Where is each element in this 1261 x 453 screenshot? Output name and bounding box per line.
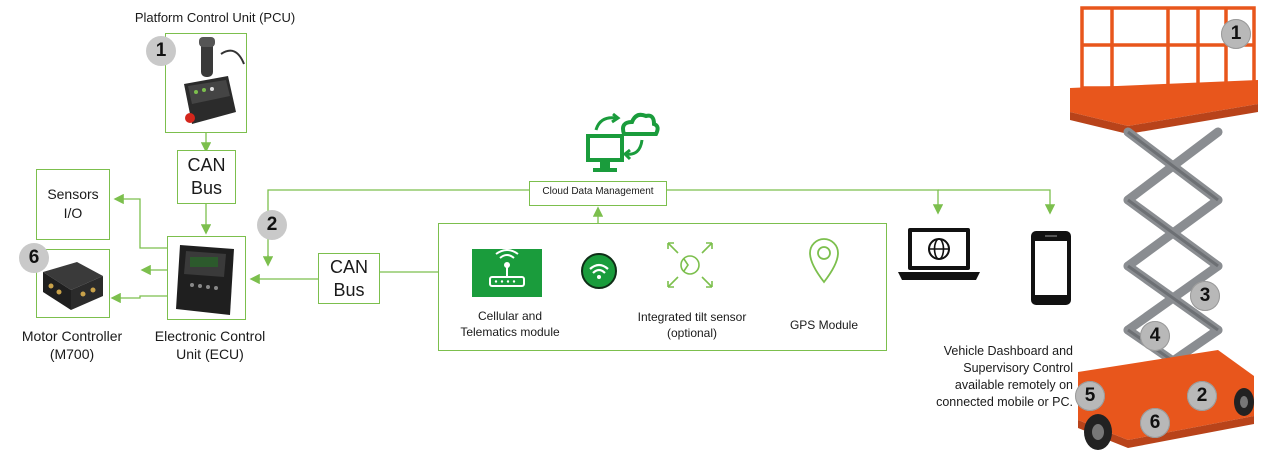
telematics-label-line1: Cellular and	[477, 309, 543, 323]
pcu-box	[165, 33, 247, 133]
lift-badge-1: 1	[1221, 19, 1251, 49]
ecu-number-badge: 2	[257, 210, 287, 240]
remote-text-line3: available remotely on	[954, 378, 1073, 392]
lift-badge-3: 3	[1190, 281, 1220, 311]
remote-text-line1: Vehicle Dashboard and	[943, 344, 1073, 358]
gps-pin-icon	[809, 238, 839, 284]
ecu-label-line2: Unit (ECU)	[176, 346, 244, 362]
lift-badge-5: 5	[1075, 381, 1105, 411]
can-bus-mid-box	[318, 253, 380, 304]
tilt-sensor-icon	[667, 242, 713, 288]
motor-controller-image	[43, 262, 103, 310]
sensors-box	[36, 169, 110, 240]
pcu-title: Platform Control Unit (PCU)	[134, 10, 296, 25]
sensors-line2: I/O	[63, 205, 83, 221]
ecu-label-line1: Electronic Control	[154, 328, 266, 344]
can-bus-top-line2: Bus	[190, 178, 223, 198]
lift-badge-2: 2	[1187, 381, 1217, 411]
cellular-module-icon	[472, 249, 542, 297]
wifi-icon	[581, 253, 617, 289]
tilt-label-line2: (optional)	[666, 326, 718, 340]
remote-text-line2: Supervisory Control	[963, 361, 1073, 375]
telematics-label-line2: Telematics module	[460, 325, 560, 339]
remote-text-line4: connected mobile or PC.	[936, 395, 1073, 409]
pcu-number-badge: 1	[146, 36, 176, 66]
scissor-lift-illustration	[1070, 6, 1258, 450]
lift-badge-4: 4	[1140, 321, 1170, 351]
cloud-data-management-label: Cloud Data Management	[542, 186, 654, 197]
sensors-line1: Sensors	[47, 186, 99, 202]
gps-label: GPS Module	[789, 318, 859, 332]
motor-label-line1: Motor Controller	[21, 328, 123, 344]
can-bus-mid-line1: CAN	[329, 257, 368, 277]
tilt-label-line1: Integrated tilt sensor	[637, 310, 747, 324]
cloud-computer-icon	[586, 112, 660, 172]
cloud-data-management-box	[529, 181, 667, 206]
joystick-image	[184, 37, 245, 124]
can-bus-top-line1: CAN	[187, 155, 226, 175]
motor-label-line2: (M700)	[49, 346, 95, 362]
can-bus-mid-line2: Bus	[333, 280, 365, 300]
can-bus-top-box	[177, 150, 236, 204]
ecu-box	[167, 236, 246, 320]
lift-badge-6: 6	[1140, 408, 1170, 438]
ecu-image	[176, 245, 234, 315]
motor-number-badge: 6	[19, 243, 49, 273]
laptop-icon	[898, 228, 980, 280]
mobile-phone-icon	[1031, 231, 1071, 305]
